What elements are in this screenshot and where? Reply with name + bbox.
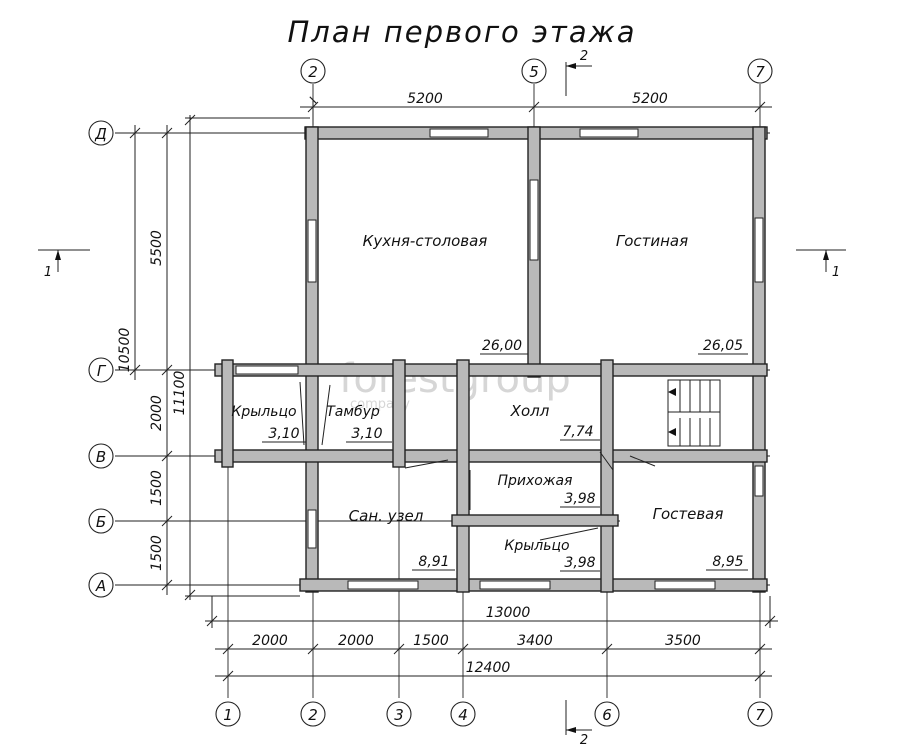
grid-col-label: 3 xyxy=(394,706,404,724)
windows xyxy=(235,128,764,590)
dim-text: 2000 xyxy=(338,633,374,649)
room-name: Крыльцо xyxy=(231,404,296,420)
dim-text: 5500 xyxy=(149,230,165,266)
grid-col-label: 6 xyxy=(602,706,612,724)
dim-text: 3500 xyxy=(665,633,701,649)
room-name: Кухня-столовая xyxy=(363,232,488,250)
dim-text: 12400 xyxy=(466,660,511,676)
dim-text: 5200 xyxy=(407,91,443,107)
grid-col-label: 5 xyxy=(529,63,539,81)
grid-row-label: Д xyxy=(94,125,107,143)
column-markers: 2 5 7 1 2 3 4 6 7 xyxy=(215,58,773,727)
room-name: Гостевая xyxy=(653,505,724,523)
section-marks: 1 1 2 2 xyxy=(38,49,846,747)
section-label: 1 xyxy=(44,265,52,280)
dim-text: 1500 xyxy=(149,470,165,506)
stairs-icon xyxy=(667,379,721,447)
door-swings xyxy=(299,381,656,541)
grid-row-label: Г xyxy=(97,362,107,380)
room-area: 3,10 xyxy=(351,426,382,442)
dim-text: 1500 xyxy=(149,535,165,571)
room-area: 3,98 xyxy=(564,555,595,571)
grid-col-label: 4 xyxy=(458,706,468,724)
room-area: 7,74 xyxy=(562,424,593,440)
dim-text: 11100 xyxy=(172,371,188,416)
room-name: Холл xyxy=(510,402,550,420)
section-label: 2 xyxy=(580,49,588,64)
room-name: Сан. узел xyxy=(349,507,424,525)
section-label: 1 xyxy=(832,265,840,280)
top-dimensions: 5200 5200 xyxy=(300,91,772,125)
dim-text: 2000 xyxy=(149,395,165,431)
dim-text: 3400 xyxy=(517,633,553,649)
grid-col-label: 7 xyxy=(755,63,765,81)
left-dimensions: 5500 2000 1500 1500 10500 11100 xyxy=(117,114,310,601)
room-area: 8,95 xyxy=(712,554,743,570)
room-area: 3,10 xyxy=(268,426,299,442)
room-area: 26,05 xyxy=(703,338,743,354)
room-name: Крыльцо xyxy=(504,538,569,554)
grid-row-label: Б xyxy=(96,513,106,531)
room-area: 8,91 xyxy=(418,554,449,570)
room-area: 26,00 xyxy=(482,338,522,354)
dim-text: 5200 xyxy=(632,91,668,107)
room-name: Тамбур xyxy=(326,404,380,420)
section-label: 2 xyxy=(580,733,588,747)
grid-row-label: В xyxy=(96,448,106,466)
grid-col-label: 1 xyxy=(223,706,233,724)
room-name: Прихожая xyxy=(498,473,573,489)
row-markers: Д Г В Б А xyxy=(88,120,114,598)
plan-title: План первого этажа xyxy=(287,15,636,49)
room-name: Гостиная xyxy=(616,232,688,250)
dim-text: 2000 xyxy=(252,633,288,649)
grid-row-label: А xyxy=(95,577,106,595)
room-area: 3,98 xyxy=(564,491,595,507)
grid-col-label: 2 xyxy=(308,706,318,724)
dim-text: 10500 xyxy=(117,328,133,373)
bottom-dimensions: 13000 2000 2000 1500 3400 3500 12400 xyxy=(205,596,778,682)
dim-text: 1500 xyxy=(413,633,449,649)
grid-col-label: 7 xyxy=(755,706,765,724)
grid-col-label: 2 xyxy=(308,63,318,81)
room-labels: Кухня-столовая Гостиная 26,00 26,05 Крыл… xyxy=(231,232,748,572)
dim-text: 13000 xyxy=(486,605,531,621)
